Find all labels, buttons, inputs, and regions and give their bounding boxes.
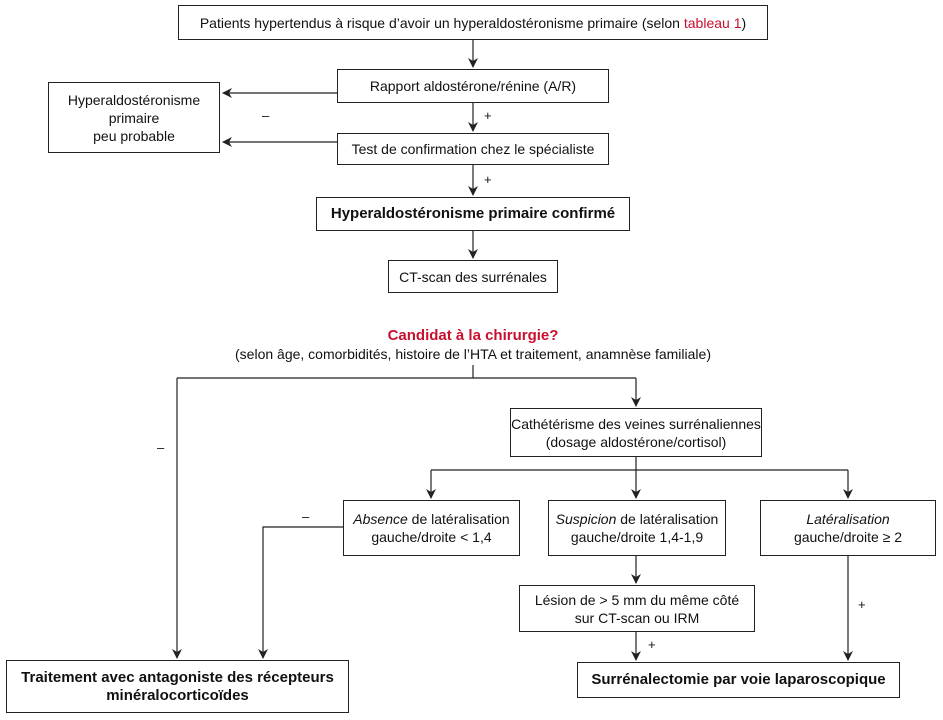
suspicion-line1: Suspicion de latéralisation [556,510,719,528]
lesion-line2: sur CT-scan ou IRM [574,609,700,626]
patients-text: Patients hypertendus à risque d’avoir un… [200,14,746,32]
patients-text-before: Patients hypertendus à risque d’avoir un… [199,14,684,31]
absence-line1: Absence de latéralisation [353,510,509,528]
confirmed-text: Hyperaldostéronisme primaire confirmé [330,205,616,222]
lateral-box: Latéralisation gauche/droite ≥ 2 [760,500,936,556]
treatment-line2: minéralocorticoïdes [106,686,249,704]
candidate-subtitle: (selon âge, comorbidités, histoire de l’… [235,346,711,362]
patients-box: Patients hypertendus à risque d’avoir un… [178,5,768,40]
absence-rest: de latéralisation [407,511,510,527]
catheter-line1: Cathétérisme des veines surrénaliennes [511,415,761,432]
surgery-box: Surrénalectomie par voie laparoscopique [577,662,900,698]
sign-plus-ratio: + [484,108,492,123]
sign-plus-lesion: + [648,637,656,652]
suspicion-line2: gauche/droite 1,4-1,9 [570,529,704,545]
unlikely-line3: peu probable [93,127,175,144]
ctscan-text: CT-scan des surrénales [399,268,547,285]
lateral-italic: Latéralisation [806,511,890,527]
candidate-block: Candidat à la chirurgie? (selon âge, com… [150,327,796,363]
suspicion-box: Suspicion de latéralisation gauche/droit… [548,500,726,556]
ratio-text: Rapport aldostérone/rénine (A/R) [369,78,577,94]
sign-plus-test: + [484,172,492,187]
confirmed-box: Hyperaldostéronisme primaire confirmé [316,197,630,231]
suspicion-italic: Suspicion [555,511,617,527]
sign-minus-candidate: – [157,440,165,455]
sign-minus-absence: – [302,509,310,524]
treatment-box: Traitement avec antagoniste des récepteu… [6,660,349,713]
absence-line2: gauche/droite < 1,4 [371,529,492,545]
absence-italic: Absence [353,511,408,527]
confirmation-test-text: Test de confirmation chez le spécialiste [351,141,595,157]
surgery-text: Surrénalectomie par voie laparoscopique [591,671,886,688]
lateral-line2: gauche/droite ≥ 2 [793,529,903,545]
treatment-line1: Traitement avec antagoniste des récepteu… [21,668,334,686]
sign-minus-ratio: – [262,108,270,123]
suspicion-rest: de latéralisation [616,511,719,527]
arrow-absence-to-treatment [258,526,343,659]
absence-box: Absence de latéralisation gauche/droite … [343,500,520,556]
patients-text-after: ) [741,14,747,31]
tableau-link[interactable]: tableau 1 [683,14,742,31]
unlikely-line1: Hyperaldostéronisme [67,91,201,108]
unlikely-box: Hyperaldostéronisme primaire peu probabl… [48,82,220,153]
confirmation-test-box: Test de confirmation chez le spécialiste [337,133,609,165]
ctscan-box: CT-scan des surrénales [388,260,558,293]
candidate-title: Candidat à la chirurgie? [387,327,559,344]
lesion-box: Lésion de > 5 mm du même côté sur CT-sca… [519,585,755,632]
catheter-line2: (dosage aldostérone/cortisol) [545,433,727,450]
lesion-line1: Lésion de > 5 mm du même côté [534,591,740,608]
catheter-box: Cathétérisme des veines surrénaliennes (… [510,408,762,457]
ratio-box: Rapport aldostérone/rénine (A/R) [337,69,609,103]
sign-plus-lateral: + [858,597,866,612]
unlikely-line2: primaire [108,109,160,126]
